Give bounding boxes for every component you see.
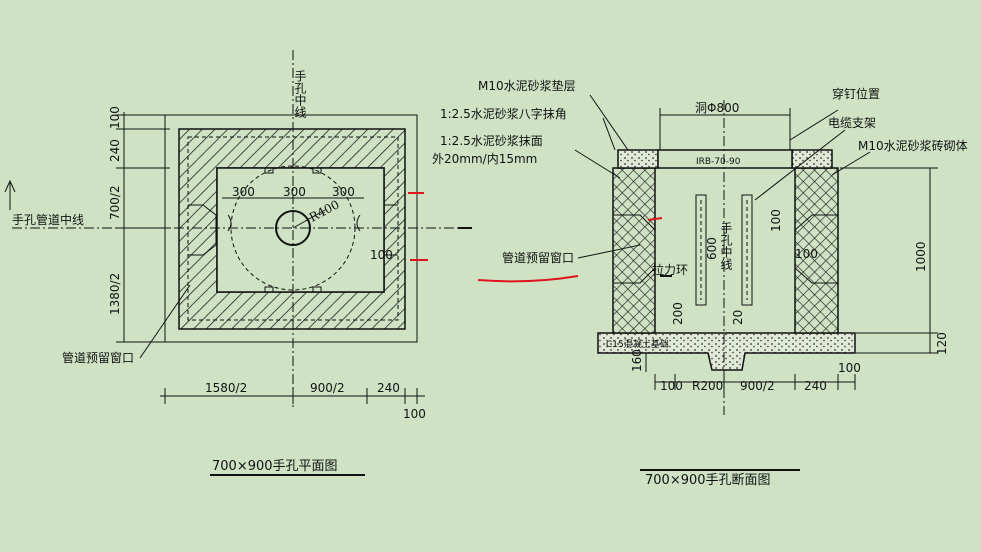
section-wall-left [612,167,656,334]
plan-dim-top-1: 300 [232,185,255,199]
section-bracket-right [741,194,753,306]
section-leaders [574,94,871,259]
plan-center-h-label: 手孔管道中线 [12,212,84,227]
section-cover-box [657,149,793,169]
section-dim-200: 200 [671,302,685,325]
section-slab-right [791,149,833,169]
section-ring-label: 拉力环 [652,262,688,277]
plan-section-arrow-left [4,179,16,210]
section-base-label: C15混凝土基础 [606,338,669,350]
plan-dim-top-2: 300 [283,185,306,199]
plan-view [4,50,472,476]
section-dim-100b: 100 [795,247,818,261]
section-dim-bottom-100: 100 [660,379,683,393]
plan-dim-left-240: 240 [108,139,122,162]
section-bracket-left [695,194,707,306]
section-base [597,332,856,371]
plan-dim-bottom [160,388,425,404]
section-dim-bottom-r200: R200 [692,379,723,393]
section-dim-600: 600 [705,237,719,260]
section-label-bevel: 1:2.5水泥砂浆八字抹角 [440,106,567,121]
section-label-plaster-2: 外20mm/内15mm [432,152,537,166]
plan-radius-line [292,209,326,229]
plan-dim-left-700: 700/2 [108,185,122,220]
section-dim-100a: 100 [769,209,783,232]
red-mark-3 [647,217,663,221]
plan-dim-bottom-1580: 1580/2 [205,381,247,395]
section-view [477,94,938,471]
plan-caption: 700×900手孔平面图 [212,459,338,474]
plan-dim-left [116,112,170,343]
plan-dim-bottom-100: 100 [403,407,426,421]
plan-dim-bottom-240: 240 [377,381,400,395]
plan-clear-area [216,167,385,293]
plan-dim-100: 100 [370,248,393,262]
section-dim-bottom [645,353,856,390]
plan-center-v-label: 手孔中线 [293,70,307,118]
plan-dim-left-100: 100 [108,106,122,129]
red-mark-4 [477,275,579,283]
section-dim-bottom-240: 240 [804,379,827,393]
section-slab-left [617,149,659,169]
section-dim-bottom-900: 900/2 [740,379,775,393]
section-hole-label: 洞Φ800 [695,101,739,115]
section-dim-160: 160 [630,349,644,372]
section-center-label: 手孔中线 [719,222,733,270]
section-label-nail: 穿钉位置 [832,86,880,101]
section-dim-bottom-100b: 100 [838,361,861,375]
section-cover-label: IRB-70-90 [696,157,741,167]
section-caption: 700×900手孔断面图 [645,473,771,488]
section-interior [654,168,796,333]
plan-dim-top-3: 300 [332,185,355,199]
section-label-bracket: 电缆支架 [828,116,876,130]
plan-window-label: 管道预留窗口 [62,350,134,365]
section-label-masonry: M10水泥砂浆砖砌体 [858,138,968,153]
plan-dim-bottom-900: 900/2 [310,381,345,395]
section-label-m10-pad: M10水泥砂浆垫层 [478,78,576,93]
plan-dim-left-1380: 1380/2 [108,273,122,315]
section-dim-right [840,167,938,354]
section-dim-1000: 1000 [914,241,928,272]
plan-window-left [188,204,217,256]
section-dim-120: 120 [935,332,949,355]
section-window-label: 管道预留窗口 [502,250,574,265]
plan-window-leader [139,284,191,359]
section-dim-20: 20 [731,310,745,325]
section-label-plaster: 1:2.5水泥砂浆抹面 [440,133,543,148]
section-dim-hole [659,108,791,150]
